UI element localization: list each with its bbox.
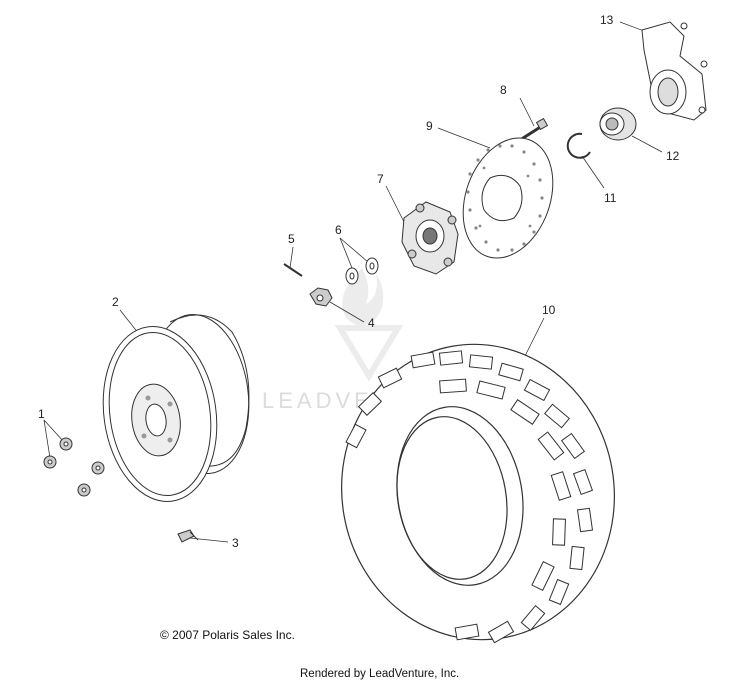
rendered-by-text: Rendered by LeadVenture, Inc. — [300, 668, 460, 680]
castle-nut — [309, 287, 333, 307]
callout-2: 2 — [112, 295, 119, 309]
leader-lines — [43, 21, 663, 543]
callout-13: 13 — [600, 13, 614, 27]
lug-nuts — [43, 437, 105, 497]
steering-knuckle — [641, 21, 708, 121]
wheel-hub — [401, 201, 459, 275]
copyright-text: © 2007 Polaris Sales Inc. — [160, 628, 295, 642]
callout-10: 10 — [542, 303, 556, 317]
callout-9: 9 — [426, 119, 433, 133]
wheel-bearing — [599, 107, 637, 141]
callout-12: 12 — [666, 149, 680, 163]
cotter-pin — [283, 263, 303, 277]
snap-ring — [566, 132, 591, 159]
callout-6: 6 — [335, 223, 342, 237]
callout-3: 3 — [232, 536, 239, 550]
wheel-rim — [102, 313, 250, 502]
callout-7: 7 — [377, 172, 384, 186]
brake-disc — [462, 137, 554, 259]
callout-1: 1 — [38, 407, 45, 421]
callout-5: 5 — [288, 232, 295, 246]
callout-11: 11 — [604, 191, 617, 205]
bolt — [519, 117, 549, 142]
callout-4: 4 — [368, 316, 375, 330]
tire — [341, 343, 615, 644]
valve-stem — [177, 529, 199, 543]
washers — [345, 257, 379, 285]
callout-8: 8 — [500, 83, 507, 97]
